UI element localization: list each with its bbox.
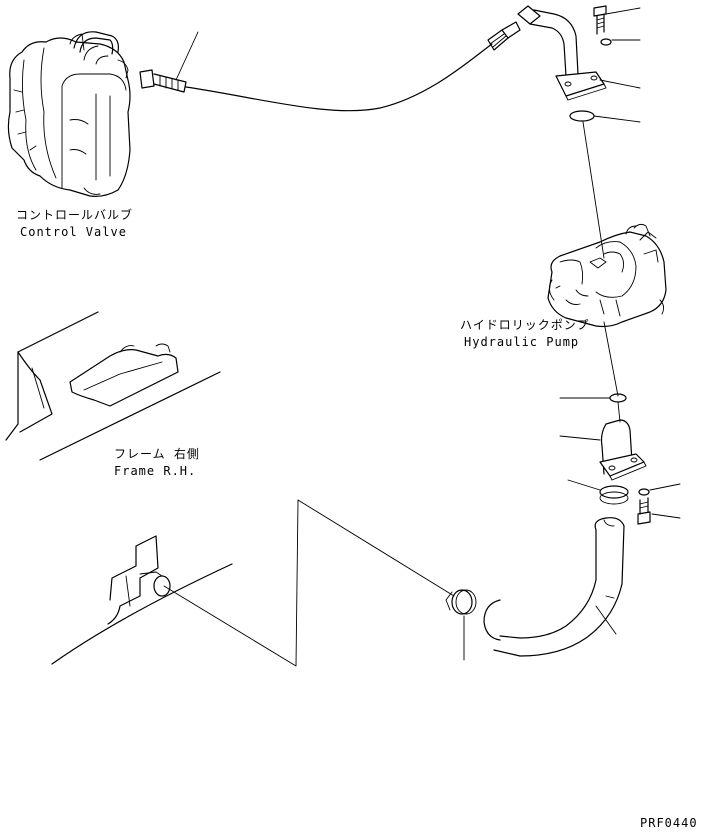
o-ring-upper [569, 110, 641, 123]
control-valve [7, 31, 131, 197]
hose-fitting-pump-end [487, 21, 521, 51]
pipe-elbow-upper [517, 5, 641, 101]
drawing-code: PRF0440 [640, 816, 698, 830]
pipe-elbow-lower [559, 419, 647, 481]
center-line-zigzag [163, 499, 455, 667]
center-line-upper [582, 121, 605, 259]
hydraulic-pump-label-en: Hydraulic Pump [464, 335, 580, 349]
leader-line [605, 7, 641, 15]
hydraulic-hose [185, 43, 493, 112]
frame-label-en: Frame R.H. [114, 464, 197, 478]
leader-line [651, 513, 681, 519]
frame-label-jp: フレーム 右側 [114, 447, 200, 461]
center-line-lower-2 [617, 401, 621, 423]
center-line-lower [603, 321, 619, 397]
o-ring-lower [559, 393, 627, 403]
washer-lower [638, 483, 681, 496]
leader-line [593, 115, 641, 123]
control-valve-label-en: Control Valve [20, 225, 127, 239]
hydraulic-pump [547, 223, 667, 328]
frame-rh [5, 311, 221, 461]
leader-line [567, 479, 601, 491]
leader-line [599, 79, 641, 89]
bolt-upper [593, 5, 641, 35]
leader-line [595, 605, 617, 635]
leader-line [559, 435, 601, 441]
leader-line [649, 483, 681, 491]
washer-upper [600, 38, 641, 46]
hydraulic-pump-label-jp: ハイドロリックポンプ [460, 318, 590, 332]
leader-line [175, 31, 199, 81]
suction-hose [483, 517, 625, 657]
bolt-lower [637, 497, 681, 525]
hose-clamp-right [567, 479, 629, 505]
pump-mount-lower [51, 535, 233, 665]
control-valve-label-jp: コントロールバルブ [16, 208, 134, 222]
hose-clamp-left [445, 589, 477, 661]
hose-fitting-valve-end [139, 31, 199, 93]
